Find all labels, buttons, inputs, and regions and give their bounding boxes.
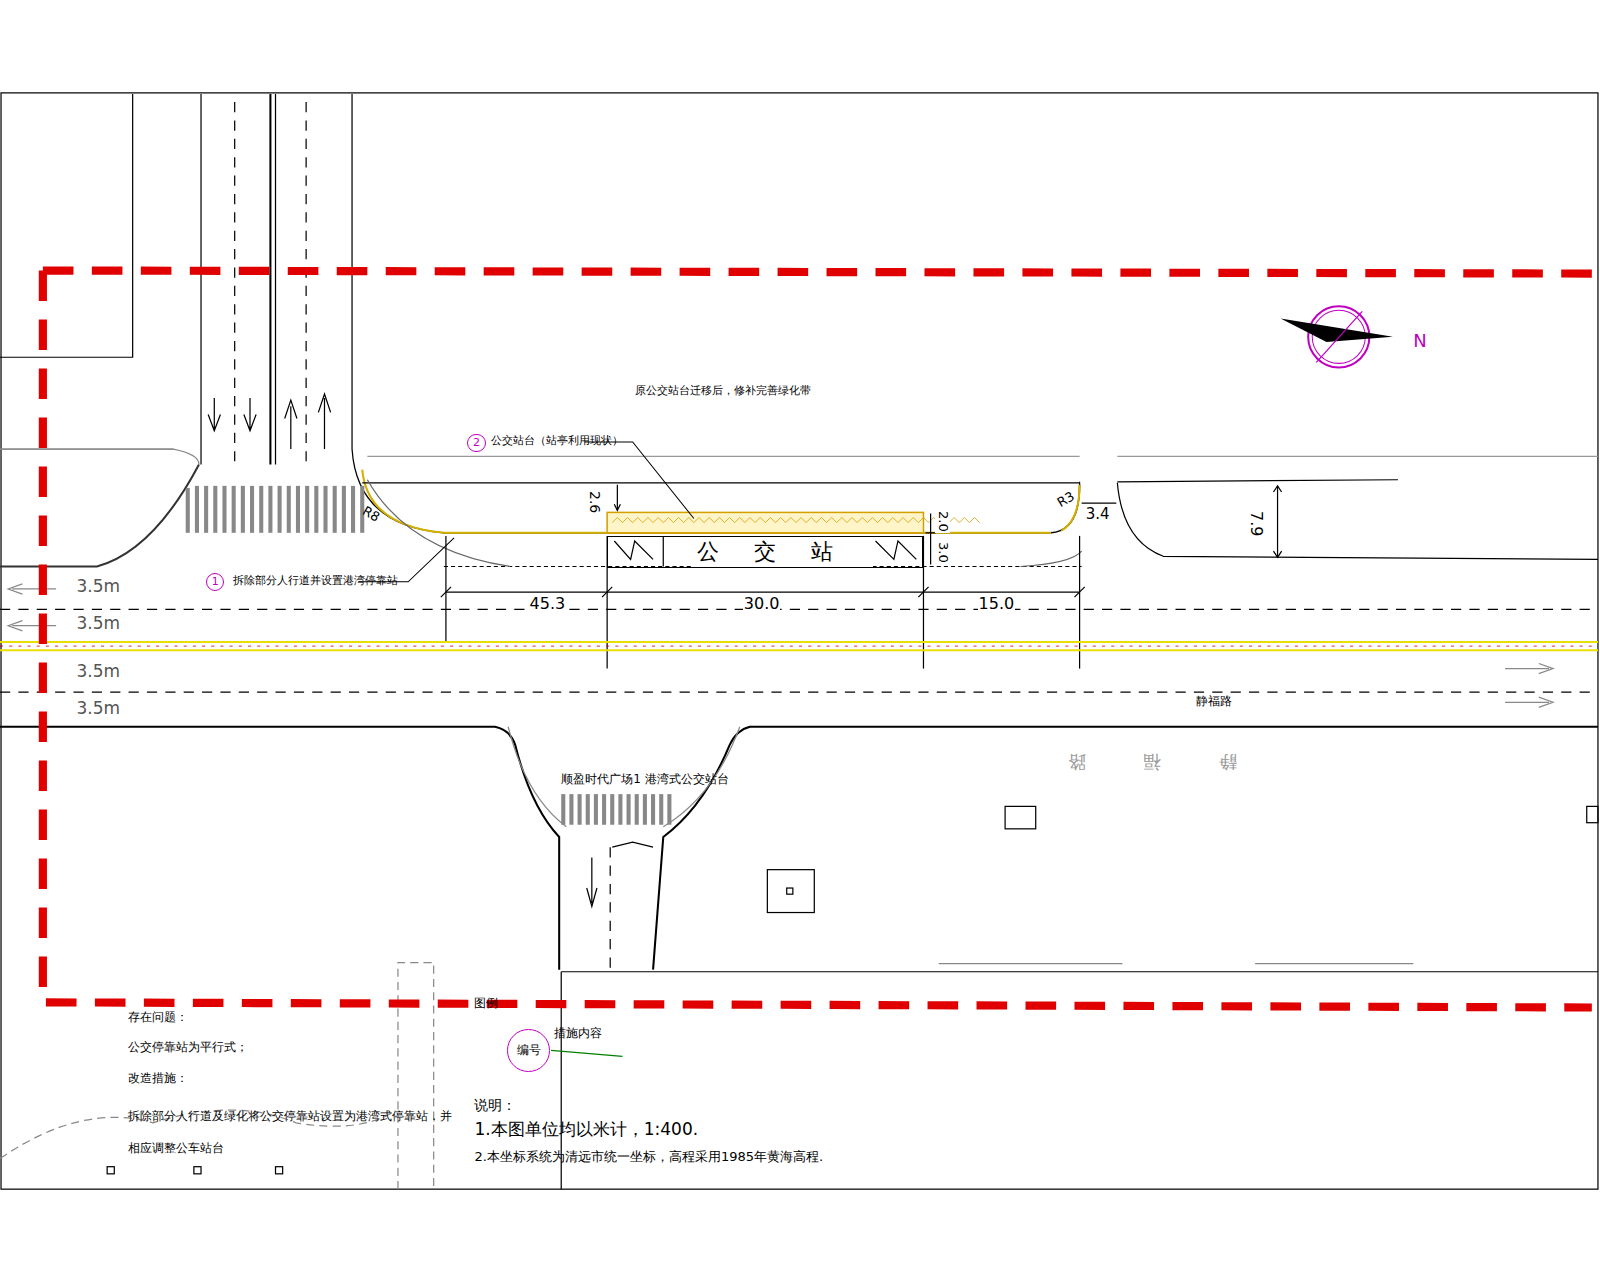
note-text: 2.本坐标系统为清远市统一坐标，高程采用1985年黄海高程. xyxy=(474,1150,823,1165)
callout-number: 1 xyxy=(212,575,219,588)
dimension-label: 7.9 xyxy=(1247,510,1265,537)
lane-width: 3.5m xyxy=(77,614,121,634)
callout-number: 2 xyxy=(473,436,480,449)
bus-stop-band: 公交站 xyxy=(607,536,923,568)
dimension-label: 2.6 xyxy=(587,490,603,514)
callout-text: 拆除部分人行道并设置港湾停靠站 xyxy=(233,575,398,588)
note-heading: 改造措施： xyxy=(128,1072,188,1086)
dimension-label: 3.4 xyxy=(1085,506,1111,523)
bus-stop-text: 公交站 xyxy=(693,537,873,567)
dimension-label: 45.3 xyxy=(529,595,567,613)
legend-circle: 编号 xyxy=(507,1029,550,1072)
dimension-label: 30.0 xyxy=(743,595,781,613)
radius-label: R3 xyxy=(1055,489,1077,511)
radius-label: R8 xyxy=(360,504,382,526)
note-text: 拆除部分人行道及绿化将公交停靠站设置为港湾式停靠站，并相应调整公车站台 xyxy=(128,1100,452,1164)
legend-heading: 图例 xyxy=(474,997,498,1011)
note-text: 1.本图单位均以米计，1:400. xyxy=(474,1120,698,1140)
lane-width: 3.5m xyxy=(77,699,121,719)
road-name: 静福路 xyxy=(1196,695,1232,709)
callout-circle: 2 xyxy=(467,434,485,452)
note-heading: 说明： xyxy=(474,1097,516,1113)
dimension-label: 3.0 xyxy=(935,541,950,564)
dimension-label: 2.0 xyxy=(935,510,950,533)
note-text: 原公交站台迁移后，修补完善绿化带 xyxy=(635,385,811,398)
lane-width: 3.5m xyxy=(77,662,121,682)
note-heading: 存在问题： xyxy=(128,1011,188,1025)
callout-text: 公交站台（站亭利用现状） xyxy=(491,435,623,448)
north-label: N xyxy=(1413,331,1426,352)
station-name: 顺盈时代广场1 港湾式公交站台 xyxy=(561,773,728,787)
dimension-label: 15.0 xyxy=(978,595,1016,613)
callout-circle: 1 xyxy=(206,573,224,591)
lane-width: 3.5m xyxy=(77,577,121,597)
callout-number: 编号 xyxy=(517,1042,541,1059)
legend-text: 措施内容 xyxy=(554,1027,602,1041)
road-name: 静福路 xyxy=(1010,751,1237,772)
note-text: 公交停靠站为平行式； xyxy=(128,1041,248,1055)
